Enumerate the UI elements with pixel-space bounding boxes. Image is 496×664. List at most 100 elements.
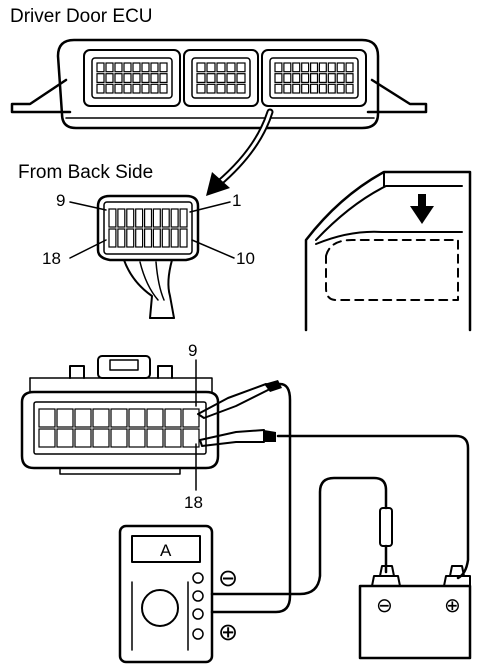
connector-pin-cell xyxy=(132,73,141,83)
test-connector-pin-cell xyxy=(56,428,74,448)
connector-pin-cell xyxy=(216,73,226,83)
connector-pin-cell xyxy=(283,73,292,83)
connector-pin-cell xyxy=(141,62,150,73)
connector-pin-cell xyxy=(345,73,354,83)
connector-pin-cell xyxy=(123,62,132,73)
connector-pin-cell xyxy=(114,62,123,73)
connector-pin-cell xyxy=(318,73,327,83)
connector-pin-cell xyxy=(196,73,206,83)
connector-pin-cell xyxy=(150,83,159,94)
connector-pin-cell xyxy=(159,62,168,73)
battery xyxy=(358,565,472,660)
meter-minus-label: ⊖ xyxy=(218,565,238,592)
connector-pin-cell xyxy=(159,73,168,83)
back-connector-pin-cell xyxy=(152,208,161,228)
connector-pin-cell xyxy=(196,83,206,94)
meter-jack-1 xyxy=(192,572,204,584)
connector-pin-cell xyxy=(310,73,319,83)
back-connector-pin-cell xyxy=(179,208,188,228)
test-connector-pin-cell xyxy=(38,408,56,428)
curved-arrow-icon xyxy=(206,108,274,196)
connector-pin-cell xyxy=(236,62,246,73)
back-connector-pin-cell xyxy=(170,228,179,248)
test-connector-pin-cell xyxy=(56,408,74,428)
connector-pin-cell xyxy=(141,73,150,83)
connector-pin-cell xyxy=(206,83,216,94)
back-connector-pin-cell xyxy=(108,228,117,248)
connector-pin-cell xyxy=(345,62,354,73)
connector-pin-cell xyxy=(318,62,327,73)
connector-pin-cell xyxy=(318,83,327,94)
back-side-connector xyxy=(96,194,200,319)
test-connector-pin-cell xyxy=(110,428,128,448)
battery-plus-label: ⊕ xyxy=(444,595,461,617)
connector-pin-cell xyxy=(310,62,319,73)
test-connector-pin-cell xyxy=(146,428,164,448)
connector-pin-cell xyxy=(310,83,319,94)
test-connector-pin-cell xyxy=(110,408,128,428)
meas-pin-label-18: 18 xyxy=(184,493,203,512)
connector-pin-cell xyxy=(327,62,336,73)
back-connector-pin-cell xyxy=(161,208,170,228)
connector-pin-cell xyxy=(105,73,114,83)
connector-pin-cell xyxy=(283,62,292,73)
connector-pin-cell xyxy=(150,73,159,83)
connector-pin-cell xyxy=(274,62,283,73)
pin-label-10: 10 xyxy=(236,249,255,268)
connector-pin-cell xyxy=(132,62,141,73)
test-connector-pin-cell xyxy=(74,408,92,428)
ecu-connector-right xyxy=(261,49,367,107)
pin-label-18-left: 18 xyxy=(42,249,61,268)
battery-minus-label: ⊖ xyxy=(376,595,393,617)
test-connector-pin-cell xyxy=(92,428,110,448)
connector-pin-cell xyxy=(123,73,132,83)
test-connector-pin-cell xyxy=(164,408,182,428)
back-connector-pin-cell xyxy=(144,228,153,248)
connector-pin-cell xyxy=(206,62,216,73)
test-connector-pin-cell xyxy=(128,408,146,428)
wires xyxy=(210,382,470,614)
meter-jack-plus xyxy=(192,608,204,620)
connector-pin-cell xyxy=(336,83,345,94)
test-connector xyxy=(20,355,220,475)
back-connector-pin-cell xyxy=(135,228,144,248)
probe-lower xyxy=(199,429,276,447)
connector-pin-cell xyxy=(301,62,310,73)
connector-pin-cell xyxy=(159,83,168,94)
meter-jack-4 xyxy=(192,628,204,640)
connector-pin-cell xyxy=(114,73,123,83)
pin-label-1: 1 xyxy=(232,191,241,210)
back-connector-pin-cell xyxy=(108,208,117,228)
connector-pin-cell xyxy=(292,62,301,73)
back-connector-pin-cell xyxy=(126,208,135,228)
connector-pin-cell xyxy=(123,83,132,94)
connector-pin-cell xyxy=(96,62,105,73)
title-driver-door-ecu: Driver Door ECU xyxy=(10,6,153,27)
test-connector-pin-cell xyxy=(182,428,200,448)
connector-pin-cell xyxy=(336,62,345,73)
test-connector-pin-cell xyxy=(164,428,182,448)
probe-upper xyxy=(197,380,282,419)
test-connector-pin-cell xyxy=(128,428,146,448)
multimeter: A xyxy=(118,524,214,664)
connector-pin-cell xyxy=(206,73,216,83)
connector-pin-cell xyxy=(236,83,246,94)
ecu-connector-center xyxy=(183,49,259,107)
connector-pin-cell xyxy=(301,73,310,83)
connector-pin-cell xyxy=(216,83,226,94)
back-connector-pin-cell xyxy=(152,228,161,248)
connector-pin-cell xyxy=(292,83,301,94)
test-connector-pin-cell xyxy=(146,408,164,428)
connector-pin-cell xyxy=(105,62,114,73)
connector-pin-cell xyxy=(150,62,159,73)
back-connector-pin-cell xyxy=(161,228,170,248)
back-connector-pin-cell xyxy=(179,228,188,248)
connector-pin-cell xyxy=(327,83,336,94)
back-connector-pin-cell xyxy=(117,228,126,248)
connector-pin-cell xyxy=(226,73,236,83)
back-connector-pin-cell xyxy=(126,228,135,248)
connector-pin-cell xyxy=(327,73,336,83)
meter-jack-com xyxy=(192,590,204,602)
connector-pin-cell xyxy=(96,83,105,94)
back-connector-pin-cell xyxy=(144,208,153,228)
